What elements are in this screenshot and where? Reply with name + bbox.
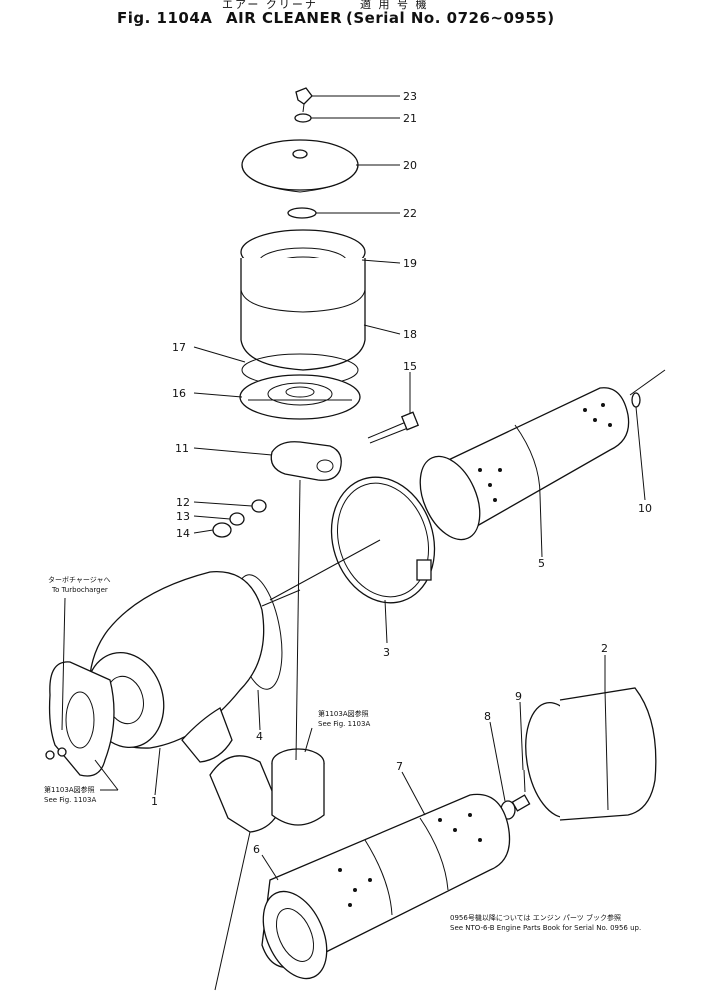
part-15-bolt: [367, 411, 420, 444]
title-japanese: エアー クリーナ: [222, 0, 318, 11]
note-fig1103-english-b: See Fig. 1103A: [44, 796, 96, 804]
callout-4: 4: [256, 730, 263, 743]
part-5-filter-element: [419, 387, 630, 541]
part-14-nut: [212, 522, 232, 538]
part-13-washer: [229, 512, 245, 526]
part-23-wing-nut: [295, 87, 313, 113]
note-fig1103-english-a: See Fig. 1103A: [318, 720, 370, 728]
leader-lines: [61, 95, 646, 881]
note-fig1103-japanese-a: 第1103A図参照: [318, 709, 369, 718]
callout-17: 17: [172, 341, 186, 354]
part-12-washer: [251, 499, 267, 513]
note-fig1103-japanese-b: 第1103A図参照: [44, 785, 95, 794]
callout-3: 3: [383, 646, 390, 659]
callout-1: 1: [151, 795, 158, 808]
part-1-housing: [85, 571, 301, 763]
part-7-outer-filter: [261, 793, 511, 980]
callout-13: 13: [176, 510, 190, 523]
alignment-line-lower: [214, 831, 251, 991]
figure-title: AIR CLEANER: [226, 9, 343, 27]
alignment-line-element: [629, 369, 666, 396]
callout-18: 18: [403, 328, 417, 341]
turbo-flange: [45, 661, 115, 777]
note-turbo-japanese: ターボチャージャへ: [48, 575, 110, 584]
note-turbo-english: To Turbocharger: [51, 586, 108, 594]
callout-2: 2: [601, 642, 608, 655]
serial-range: (Serial No. 0726~0955): [346, 9, 555, 27]
note-serial-english: See NTO-6-B Engine Parts Book for Serial…: [450, 924, 641, 932]
part-21-washer: [294, 113, 312, 123]
callout-21: 21: [403, 112, 417, 125]
note-serial-japanese: 0956号機以降については エンジン パーツ ブック参照: [450, 913, 621, 922]
part-20-cover: [241, 139, 359, 193]
alignment-line-vertical: [295, 479, 301, 761]
callout-5: 5: [538, 557, 545, 570]
callout-16: 16: [172, 387, 186, 400]
part-11-bracket: [270, 441, 342, 481]
serial-japanese: 適 用 号 機: [360, 0, 429, 11]
figure-header: エアー クリーナ 適 用 号 機 Fig. 1104A AIR CLEANER …: [0, 0, 703, 30]
alignment-line-clamp: [269, 539, 381, 601]
part-2-sleeve: [525, 687, 657, 821]
part-9-wing-bolt: [511, 769, 531, 812]
callout-23: 23: [403, 90, 417, 103]
callout-20: 20: [403, 159, 417, 172]
inlet-elbow: [209, 748, 325, 833]
callout-6: 6: [253, 843, 260, 856]
callout-8: 8: [484, 710, 491, 723]
figure-number: Fig. 1104A: [117, 9, 213, 27]
callout-19: 19: [403, 257, 417, 270]
part-10-o-ring: [631, 392, 641, 408]
callout-22: 22: [403, 207, 417, 220]
callout-7: 7: [396, 760, 403, 773]
callout-12: 12: [176, 496, 190, 509]
callout-9: 9: [515, 690, 522, 703]
callout-10: 10: [638, 502, 652, 515]
callout-15: 15: [403, 360, 417, 373]
part-22-o-ring: [287, 207, 317, 219]
part-3-clamp: [330, 476, 436, 604]
callout-14: 14: [176, 527, 190, 540]
callout-11: 11: [175, 442, 189, 455]
part-18-filter-body: [240, 258, 366, 371]
part-16-vane-plate: [239, 374, 361, 420]
